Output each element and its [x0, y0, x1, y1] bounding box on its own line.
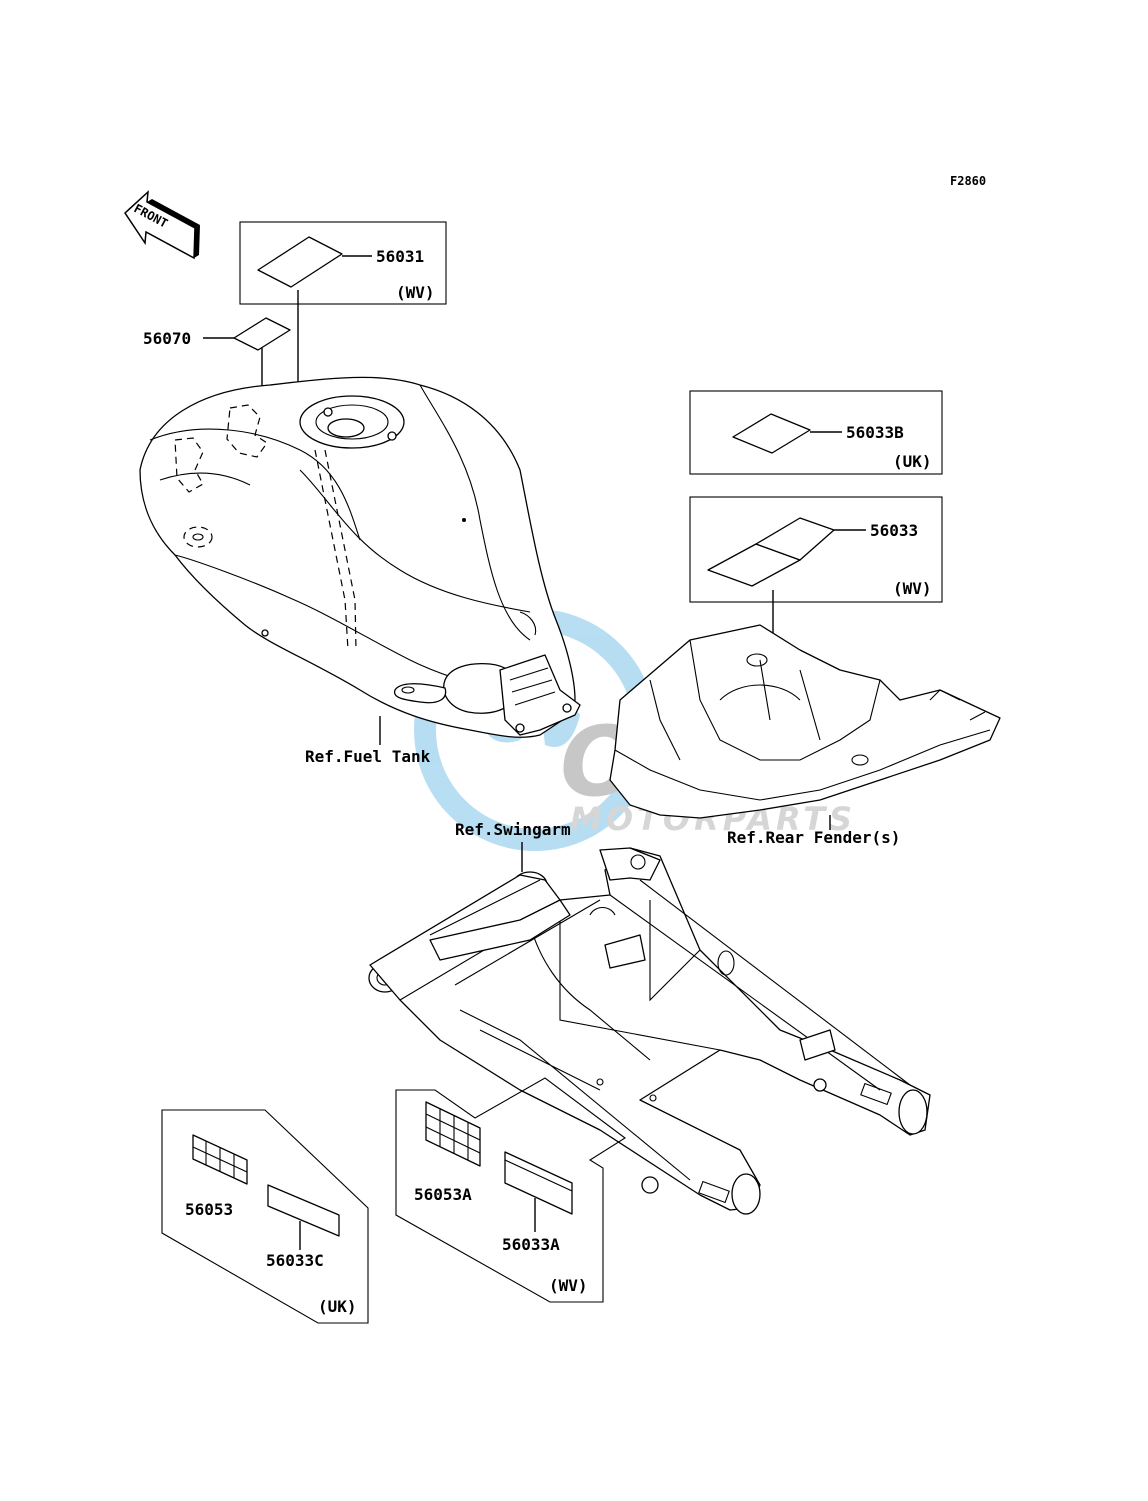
sticker-56053A — [425, 1101, 481, 1167]
callout-uk-bottom: 56053 56033C (UK) — [161, 1109, 369, 1324]
callout-56033: 56033 (WV) — [689, 496, 943, 690]
callout-box — [161, 1109, 369, 1324]
part-number-56033B[interactable]: 56033B — [846, 423, 904, 442]
sticker-56033B — [732, 413, 811, 454]
ref-fuel-tank-label[interactable]: Ref.Fuel Tank — [305, 747, 431, 766]
callout-56033B: 56033B (UK) — [689, 390, 943, 475]
fuel-tank: Ref.Fuel Tank — [139, 376, 581, 766]
region-label-wv: (WV) — [549, 1276, 588, 1295]
part-number-56053[interactable]: 56053 — [185, 1200, 233, 1219]
callout-wv-bottom: 56053A 56033A (WV) — [395, 1077, 626, 1303]
rear-fender: Ref.Rear Fender(s) — [609, 624, 1001, 847]
ref-swingarm-label[interactable]: Ref.Swingarm — [455, 820, 571, 839]
front-arrow-icon: FRONT — [124, 190, 200, 260]
sticker-56033A — [504, 1151, 573, 1215]
callout-box — [689, 496, 943, 603]
sticker-56070 — [233, 317, 291, 351]
sticker-56033C — [267, 1184, 340, 1237]
part-number-56033[interactable]: 56033 — [870, 521, 918, 540]
callout-56070: 56070 — [143, 317, 291, 388]
part-number-56033C[interactable]: 56033C — [266, 1251, 324, 1270]
part-number-56053A[interactable]: 56053A — [414, 1185, 472, 1204]
swingarm: Ref.Swingarm — [368, 820, 931, 1215]
callout-box — [239, 221, 447, 305]
diagram-code: F2860 — [950, 174, 986, 188]
ref-rear-fender-label[interactable]: Ref.Rear Fender(s) — [727, 828, 900, 847]
callout-box — [395, 1077, 626, 1303]
callout-56031: 56031 (WV) — [239, 221, 447, 390]
sticker-56031 — [257, 236, 343, 288]
region-label-uk: (UK) — [893, 452, 932, 471]
region-label-wv: (WV) — [893, 579, 932, 598]
part-number-56031[interactable]: 56031 — [376, 247, 424, 266]
region-label-wv: (WV) — [396, 283, 435, 302]
region-label-uk: (UK) — [318, 1297, 357, 1316]
callout-box — [689, 390, 943, 475]
part-number-56070[interactable]: 56070 — [143, 329, 191, 348]
part-number-56033A[interactable]: 56033A — [502, 1235, 560, 1254]
